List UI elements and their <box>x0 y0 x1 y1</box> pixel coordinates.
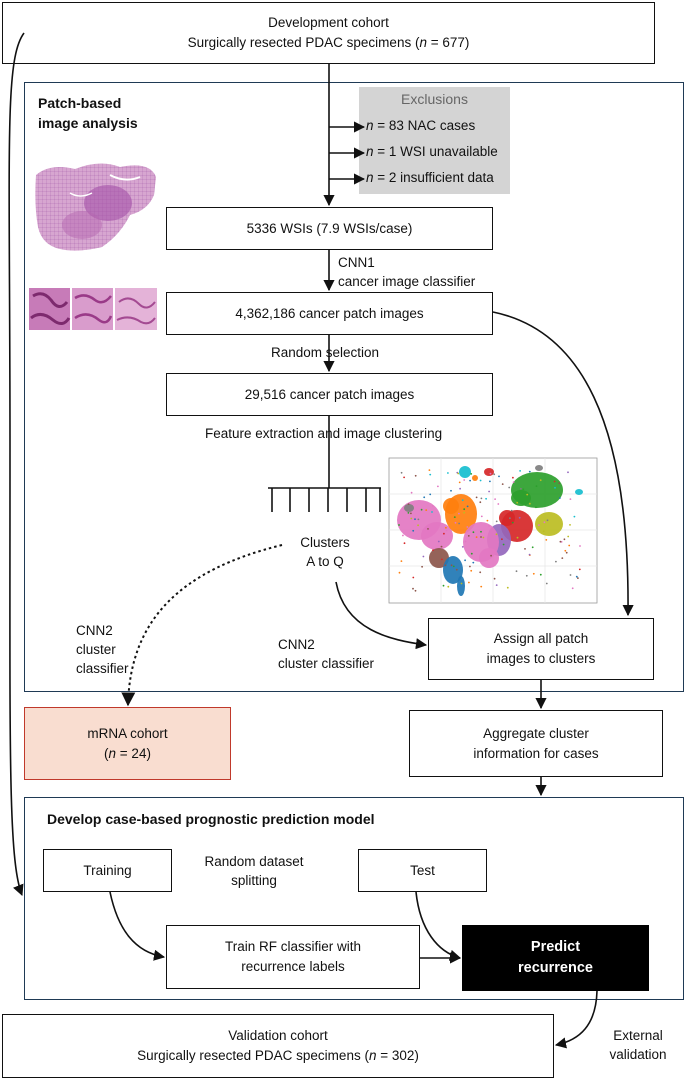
exclusion-insufficient: n = 2 insufficient data <box>366 170 494 185</box>
wsi-thumbnail-image <box>30 155 160 255</box>
clusters-label: Clusters A to Q <box>300 535 350 569</box>
selected-patches-box: 29,516 cancer patch images <box>166 373 493 416</box>
aggregate-line2: information for cases <box>473 745 599 761</box>
development-cohort-box: Development cohort Surgically resected P… <box>2 2 655 64</box>
predict-line2: recurrence <box>518 960 593 976</box>
mrna-count: (n = 24) <box>104 745 151 761</box>
external-validation-label: External validation <box>609 1028 667 1062</box>
train-rf-box: Train RF classifier with recurrence labe… <box>166 925 420 989</box>
assign-clusters-box: Assign all patch images to clusters <box>428 618 654 680</box>
feature-extraction-label: Feature extraction and image clustering <box>205 426 443 441</box>
assign-line2: images to clusters <box>486 651 596 666</box>
cancer-patches-label: 4,362,186 cancer patch images <box>235 305 424 321</box>
predict-line1: Predict <box>530 938 581 955</box>
wsis-label: 5336 WSIs (7.9 WSIs/case) <box>246 220 413 236</box>
validation-title: Validation cohort <box>228 1028 328 1044</box>
mrna-title: mRNA cohort <box>87 725 168 741</box>
cnn1-label: CNN1 cancer image classifier <box>338 255 476 289</box>
development-cohort-title: Development cohort <box>268 15 389 31</box>
predict-recurrence-box: Predict recurrence <box>462 925 649 991</box>
cnn2-left-label: CNN2 cluster classifier <box>76 623 129 676</box>
train-rf-line2: recurrence labels <box>241 959 345 974</box>
random-selection-label: Random selection <box>271 345 380 360</box>
aggregate-line1: Aggregate cluster <box>483 725 589 741</box>
train-rf-line1: Train RF classifier with <box>224 939 362 955</box>
cnn2-right-label: CNN2 cluster classifier <box>278 637 375 671</box>
wsis-box: 5336 WSIs (7.9 WSIs/case) <box>166 207 493 250</box>
assign-line1: Assign all patch <box>493 631 589 647</box>
exclusions-title: Exclusions <box>401 91 468 107</box>
test-label: Test <box>410 862 435 878</box>
model-panel-title: Develop case-based prognostic prediction… <box>47 811 375 827</box>
exclusion-nac: n = 83 NAC cases <box>366 118 476 133</box>
prediction-model-panel <box>24 797 684 1000</box>
test-box: Test <box>358 849 487 892</box>
development-cohort-detail: Surgically resected PDAC specimens (n = … <box>187 35 470 50</box>
training-box: Training <box>43 849 172 892</box>
patch-tiles-image <box>29 288 157 330</box>
validation-cohort-box: Validation cohort Surgically resected PD… <box>2 1014 554 1078</box>
mrna-cohort-box: mRNA cohort (n = 24) <box>24 707 231 780</box>
arrow-dev-to-training <box>8 32 25 897</box>
random-split-label: Random dataset splitting <box>204 854 304 888</box>
exclusion-wsi: n = 1 WSI unavailable <box>366 144 498 159</box>
validation-detail: Surgically resected PDAC specimens (n = … <box>137 1048 419 1063</box>
patch-analysis-title: Patch-based image analysis <box>38 95 138 131</box>
aggregate-box: Aggregate cluster information for cases <box>409 710 663 777</box>
exclusions-box <box>359 87 510 194</box>
training-label: Training <box>83 862 132 878</box>
selected-patches-label: 29,516 cancer patch images <box>244 386 415 402</box>
cancer-patches-box: 4,362,186 cancer patch images <box>166 292 493 335</box>
